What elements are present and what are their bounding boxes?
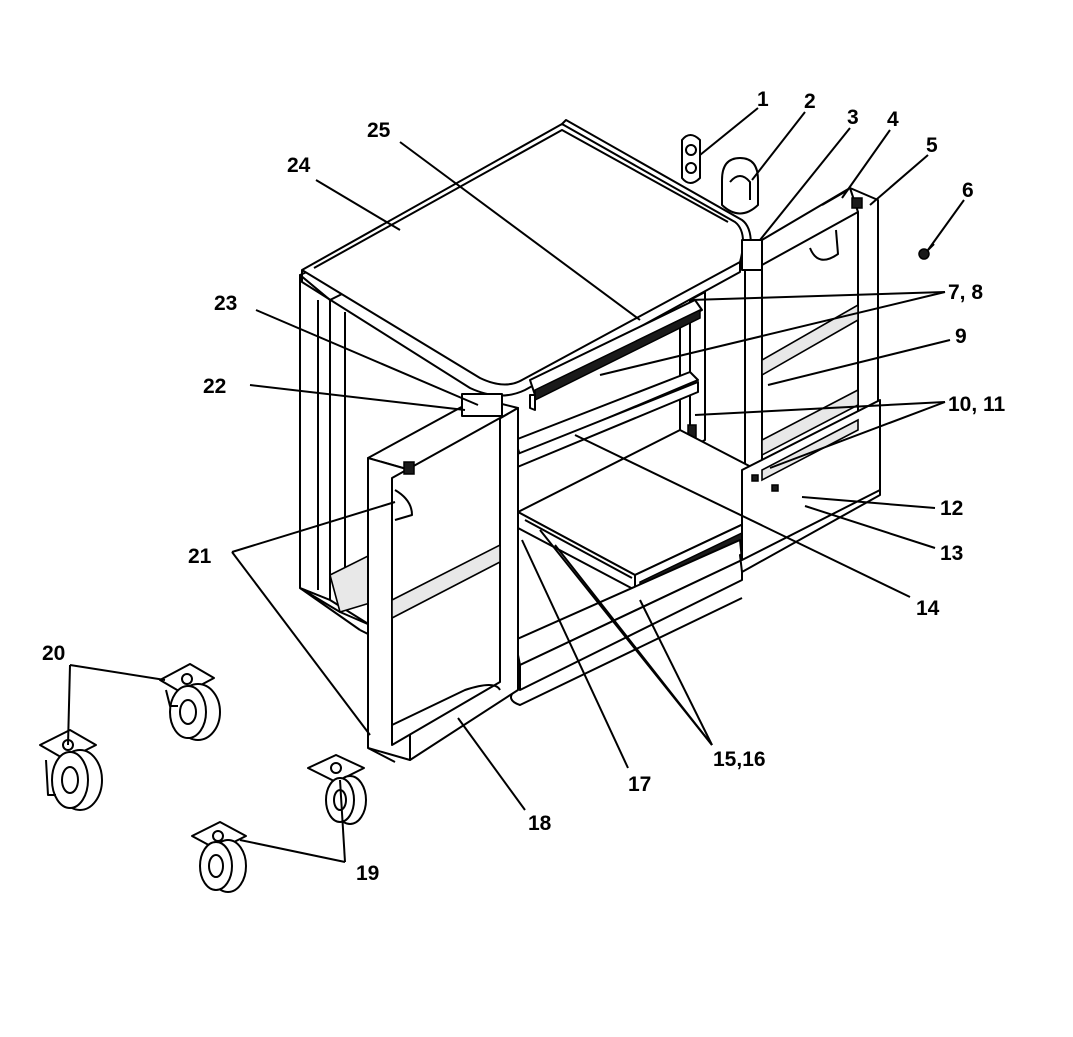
caster-19-lower <box>191 821 247 893</box>
callout-25: 25 <box>367 119 391 142</box>
leader-9 <box>767 339 951 386</box>
callout-15-16: 15,16 <box>713 748 766 771</box>
callout-20: 20 <box>42 642 65 665</box>
leader-1 <box>699 107 759 156</box>
callout-5: 5 <box>926 134 938 157</box>
callout-7-8: 7, 8 <box>948 281 983 304</box>
leader-14 <box>574 434 911 598</box>
leader-15-16c <box>639 599 713 746</box>
callout-4: 4 <box>887 108 899 131</box>
leader-19a <box>239 839 346 863</box>
leader-15-16b <box>554 544 713 746</box>
part-1-clip <box>681 134 701 184</box>
caster-20-upper <box>159 663 221 741</box>
callout-labels: 1 2 3 4 5 6 7, 8 9 10, 11 12 13 14 15,16… <box>42 88 1006 885</box>
leader-25 <box>399 141 641 321</box>
callout-2: 2 <box>804 90 816 113</box>
leader-13 <box>804 505 936 549</box>
cart-assembly <box>299 119 881 763</box>
caster-19-upper <box>307 754 367 825</box>
leader-21a <box>231 501 396 553</box>
leader-10-11b <box>769 401 946 469</box>
leader-21b <box>231 551 371 736</box>
callout-21: 21 <box>188 545 212 568</box>
leader-18 <box>457 717 526 811</box>
leader-22 <box>249 384 466 411</box>
callout-10-11: 10, 11 <box>948 393 1006 416</box>
callout-19: 19 <box>356 862 379 885</box>
callout-13: 13 <box>940 542 963 565</box>
leader-6 <box>927 199 965 251</box>
leader-2 <box>751 111 806 181</box>
leader-19b <box>339 779 346 863</box>
callout-1: 1 <box>757 88 769 111</box>
leader-5 <box>869 154 929 206</box>
callout-3: 3 <box>847 106 859 129</box>
leader-20b <box>67 664 71 746</box>
callout-18: 18 <box>528 812 552 835</box>
leader-20a <box>69 664 166 681</box>
callout-9: 9 <box>955 325 967 348</box>
leader-23 <box>255 309 479 406</box>
callout-23: 23 <box>214 292 237 315</box>
callout-14: 14 <box>916 597 940 620</box>
leader-17 <box>521 539 629 769</box>
middle-shelf <box>514 371 699 469</box>
leader-3 <box>759 127 851 241</box>
leader-12 <box>801 496 936 509</box>
leader-24 <box>315 179 401 231</box>
callout-22: 22 <box>203 375 226 398</box>
callout-17: 17 <box>628 773 651 796</box>
leader-lines <box>67 107 965 863</box>
callout-6: 6 <box>962 179 974 202</box>
upper-slide-rail <box>529 299 703 411</box>
leader-7-8b <box>599 291 946 376</box>
caster-20-lower <box>39 729 103 811</box>
leader-10-11a <box>694 401 946 416</box>
leader-4 <box>841 129 891 199</box>
callout-24: 24 <box>287 154 311 177</box>
leader-7-8a <box>689 291 946 301</box>
front-left-panel <box>367 393 519 763</box>
part-2-hook <box>721 157 759 215</box>
callout-12: 12 <box>940 497 963 520</box>
